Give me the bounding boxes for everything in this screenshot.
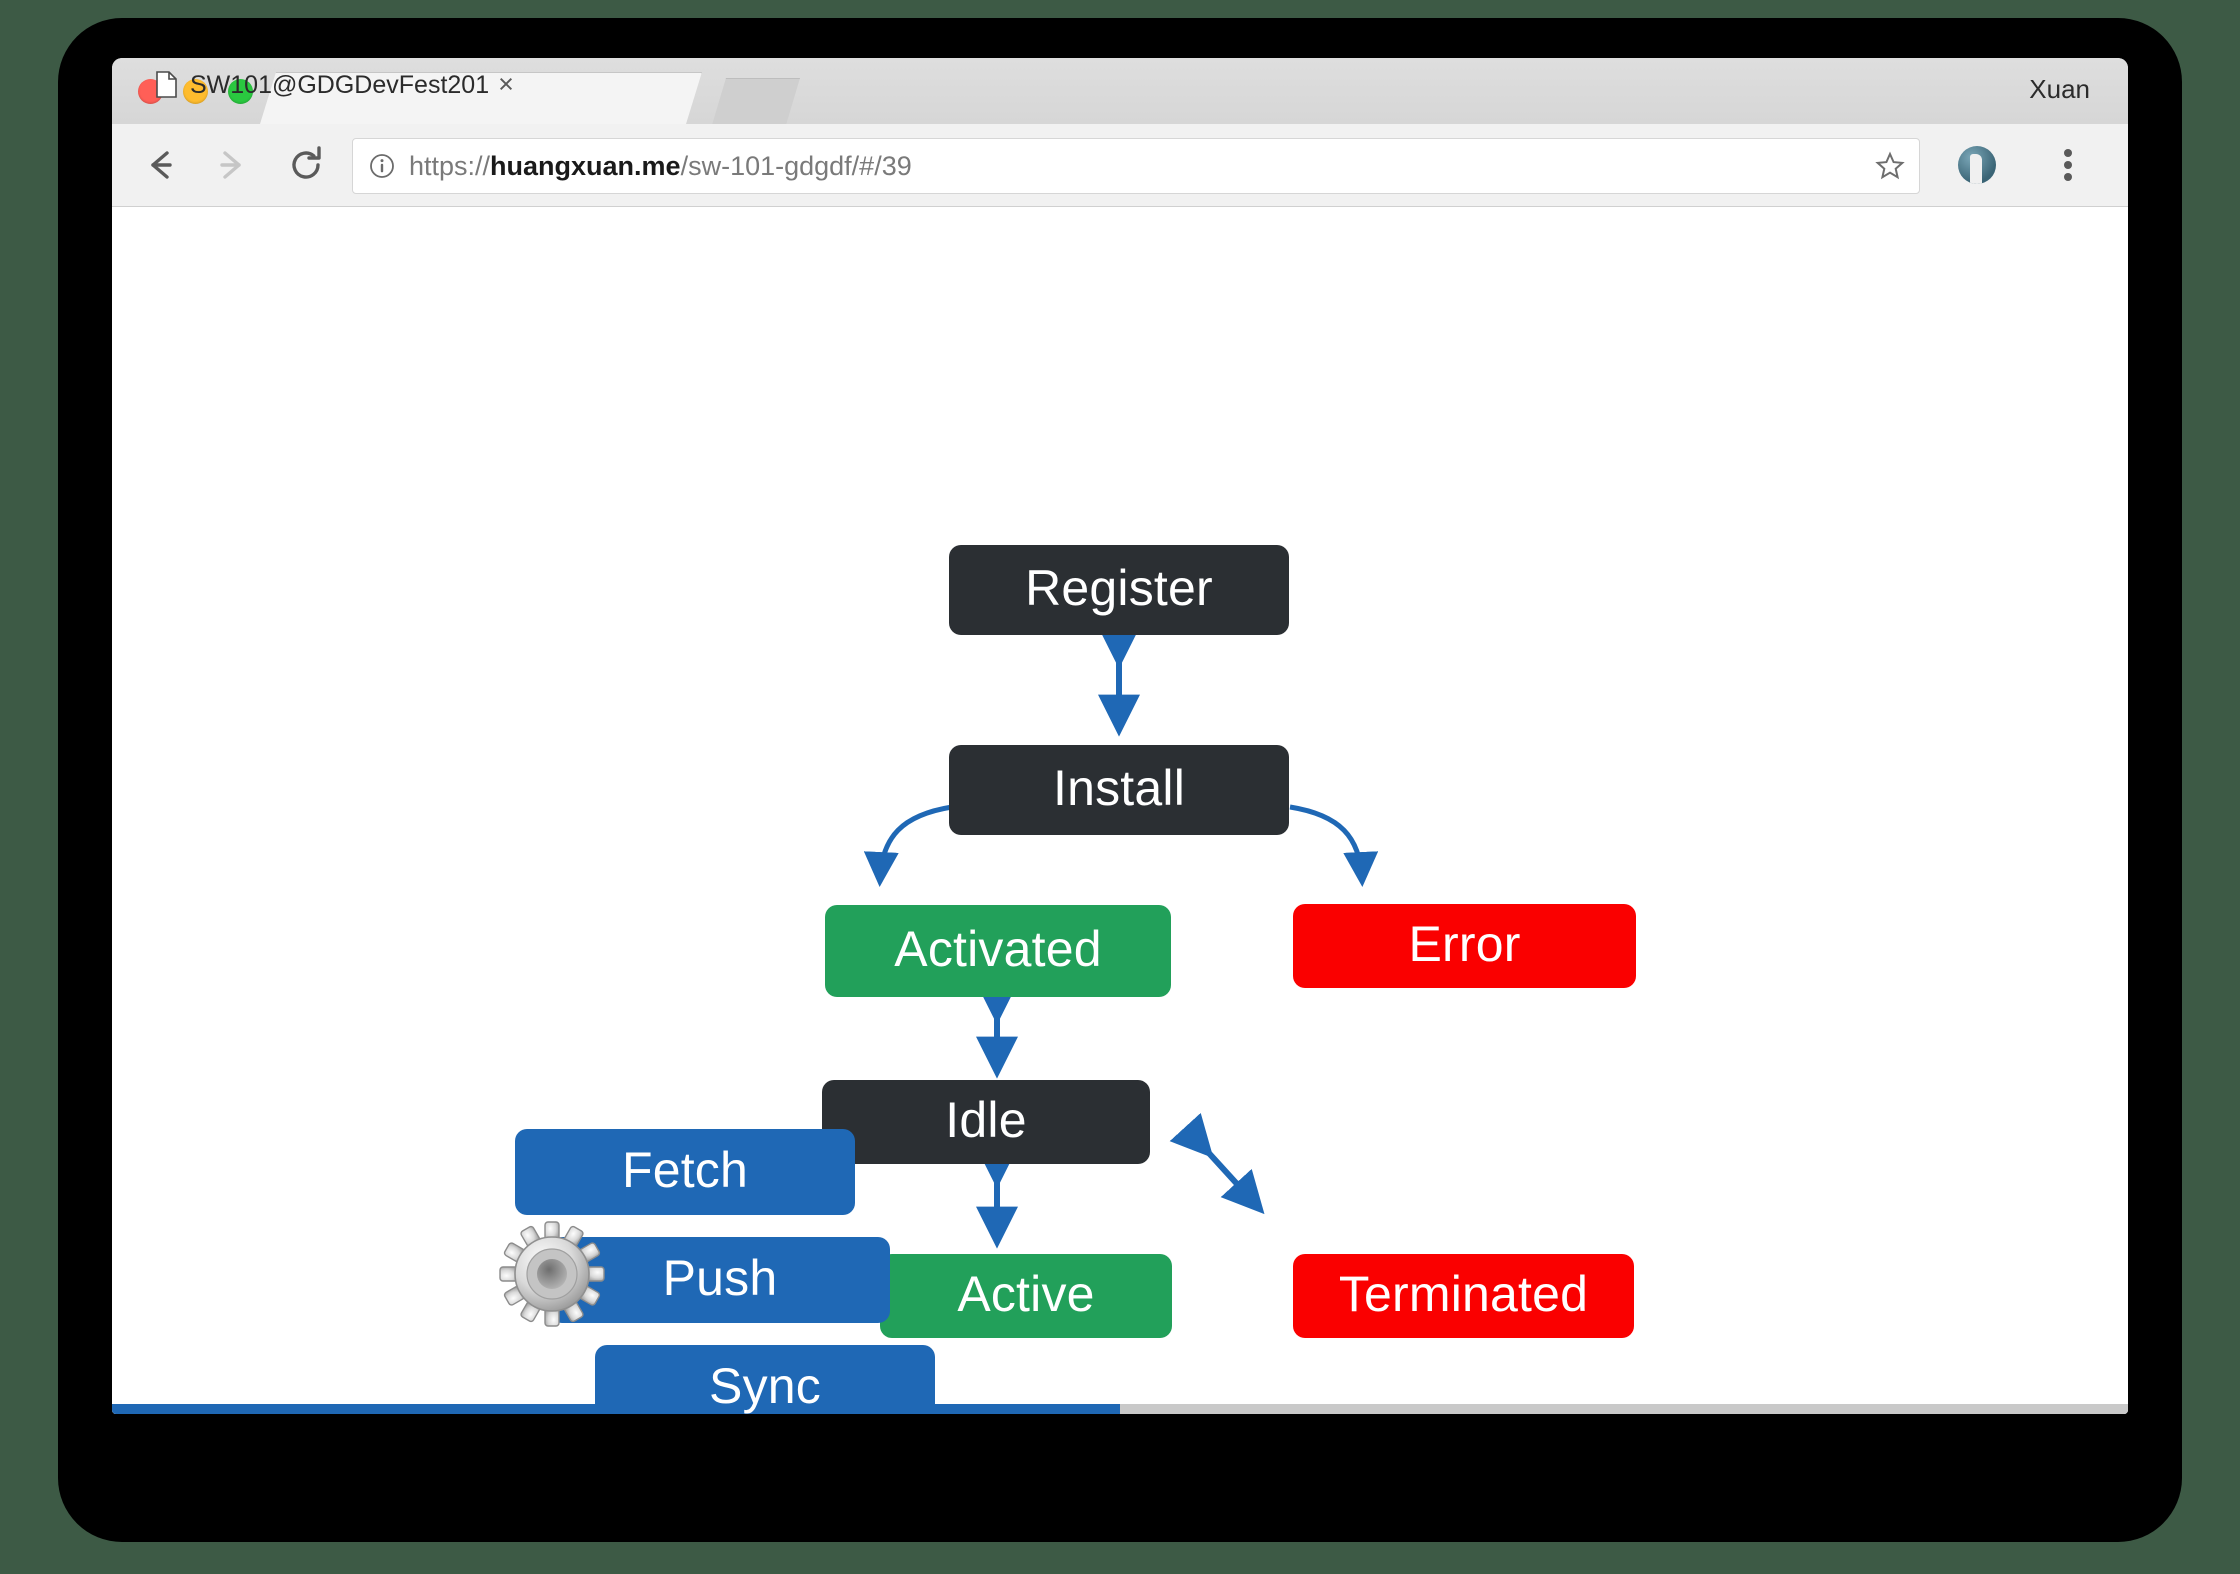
back-arrow-icon[interactable] [136,141,184,189]
event-node-fetch: Fetch [515,1129,855,1215]
star-outline-icon[interactable] [1875,151,1905,181]
forward-arrow-icon[interactable] [208,141,256,189]
menu-dot [2064,161,2072,169]
document-icon [156,71,177,98]
address-bar[interactable]: https://huangxuan.me/sw-101-gdgdf/#/39 [352,138,1920,194]
arrow-install-activated [863,804,953,887]
window-minimize-button[interactable] [183,79,208,104]
state-node-error: Error [1293,904,1636,988]
tab-strip: SW101@GDGDevFest2016 - ( × Xuan [112,58,2128,124]
window-maximize-button[interactable] [228,79,253,104]
browser-tab-title: SW101@GDGDevFest2016 - ( [190,71,490,99]
browser-toolbar: https://huangxuan.me/sw-101-gdgdf/#/39 [112,124,2128,207]
tab-close-icon[interactable]: × [498,69,514,99]
slide-progress-track[interactable] [112,1404,2128,1414]
state-node-terminated: Terminated [1293,1254,1634,1338]
reload-icon[interactable] [282,141,330,189]
state-node-activated: Activated [825,905,1171,997]
state-node-install: Install [949,745,1289,835]
browser-window: SW101@GDGDevFest2016 - ( × Xuan https://… [112,58,2128,1414]
url-text: https://huangxuan.me/sw-101-gdgdf/#/39 [409,150,912,181]
three-dots-menu-icon[interactable] [2048,142,2088,188]
browser-profile-name[interactable]: Xuan [2029,74,2090,104]
arrow-active-terminated [1169,1112,1265,1215]
gear-icon [499,1221,605,1327]
state-node-active: Active [880,1254,1172,1338]
profile-avatar-icon[interactable] [1958,146,1996,184]
event-node-sync: Sync [595,1345,935,1414]
event-node-push: Push [550,1237,890,1323]
menu-dot [2064,173,2072,181]
browser-tab-active[interactable] [260,72,702,124]
info-circle-icon[interactable] [369,153,395,179]
state-node-register: Register [949,545,1289,635]
state-node-idle: Idle [822,1080,1150,1164]
menu-dot [2064,149,2072,157]
slide-canvas: Register Install Activated Error Idle Ac… [112,207,2128,1414]
arrow-install-error [1289,804,1379,887]
browser-tab-inactive[interactable] [712,78,800,125]
